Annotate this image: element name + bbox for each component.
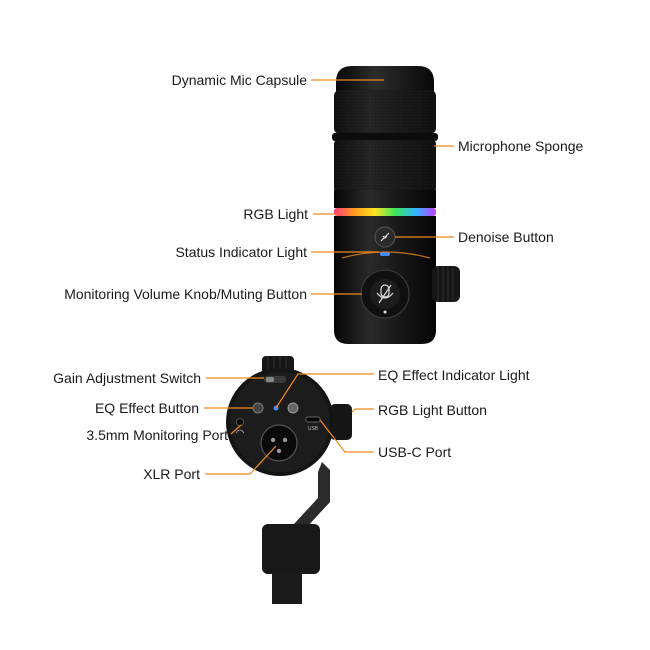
microphone-bottom-view: USB <box>226 356 352 604</box>
headphone-icon <box>235 429 245 434</box>
leader-usb-c <box>319 419 374 453</box>
label-rgb-light: RGB Light <box>243 206 308 222</box>
side-gain-knob <box>432 266 460 302</box>
mount-block <box>262 524 320 574</box>
label-microphone-sponge: Microphone Sponge <box>458 138 584 154</box>
rgb-light-band <box>334 208 436 216</box>
rgb-button-shape <box>287 402 299 414</box>
microphone-front-view <box>332 66 460 344</box>
leader-lines <box>204 79 454 475</box>
label-gain-adjustment-switch: Gain Adjustment Switch <box>53 370 201 386</box>
usb-marking-text: USB <box>308 426 319 432</box>
label-rgb-light-button: RGB Light Button <box>378 402 487 418</box>
label-xlr-port: XLR Port <box>143 466 200 482</box>
eq-button-shape <box>252 402 264 414</box>
leader-xlr <box>205 445 277 475</box>
status-indicator-dot <box>380 252 390 256</box>
label-usb-c-port: USB-C Port <box>378 444 452 460</box>
label-eq-effect-indicator-light: EQ Effect Indicator Light <box>378 367 530 383</box>
label-eq-effect-button: EQ Effect Button <box>94 400 199 416</box>
denoise-icon <box>380 232 390 242</box>
mic-ring <box>332 133 438 141</box>
label-monitoring-volume-knob: Monitoring Volume Knob/Muting Button <box>64 286 307 302</box>
mic-capsule <box>336 66 434 92</box>
label-denoise-button: Denoise Button <box>458 229 554 245</box>
label-dynamic-mic-capsule: Dynamic Mic Capsule <box>171 72 307 88</box>
leader-eq-indicator <box>275 373 374 409</box>
usb-c-port-shape <box>305 416 321 423</box>
label-monitoring-port: 3.5mm Monitoring Port <box>86 427 228 443</box>
leader-rgb-light-button <box>351 408 374 413</box>
microphone-muted-icon <box>376 284 394 304</box>
monitoring-port-hole <box>236 418 244 426</box>
label-status-indicator-light: Status Indicator Light <box>175 244 307 260</box>
leader-monitoring-port <box>230 424 242 435</box>
bottom-side-knob <box>330 404 352 440</box>
